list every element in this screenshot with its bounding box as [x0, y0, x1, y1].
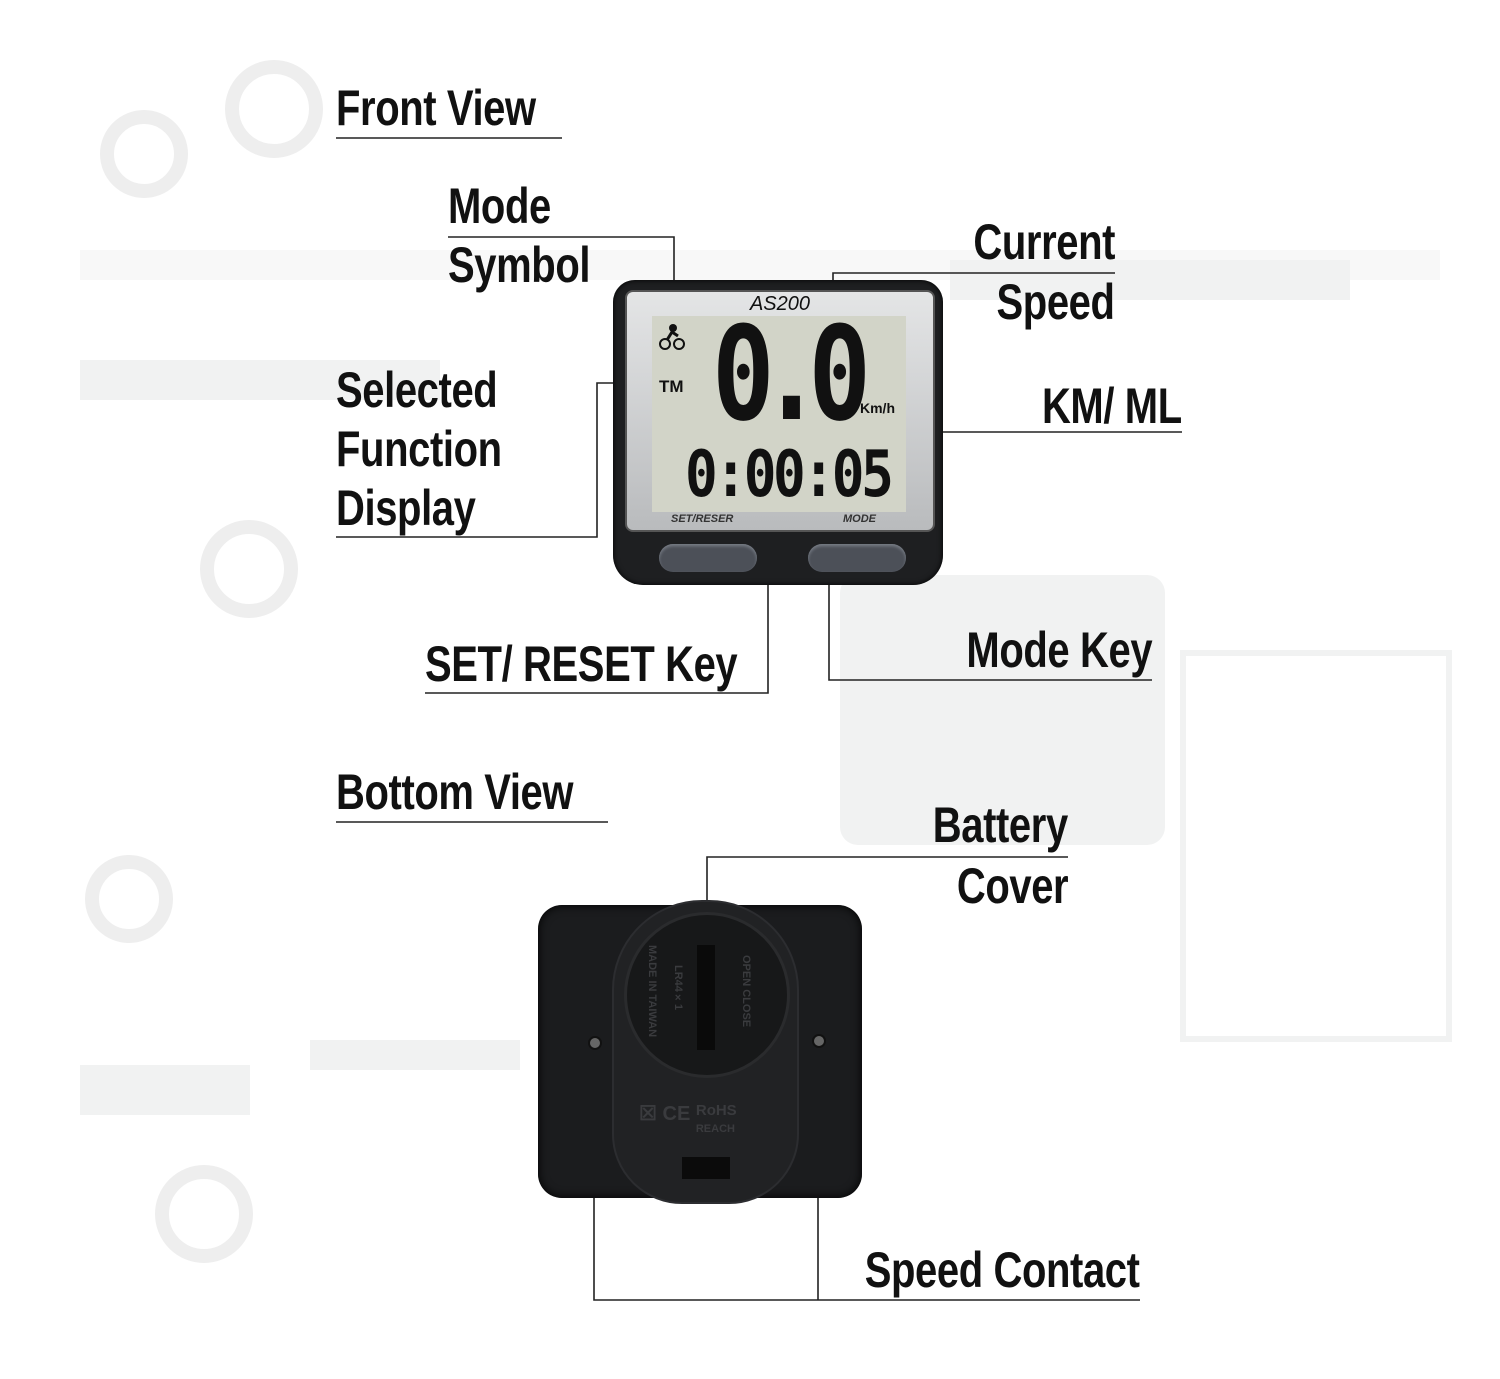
mount-plate: MADE IN TAIWAN LR44×1 OPEN CLOSE ☒ CE Ro…	[612, 900, 799, 1204]
set-reset-key-label: SET/ RESET Key	[425, 636, 738, 692]
battery-cover-label-1: Battery	[932, 797, 1068, 853]
bike-computer-bottom: MADE IN TAIWAN LR44×1 OPEN CLOSE ☒ CE Ro…	[538, 900, 862, 1204]
mount-latch	[682, 1157, 730, 1179]
ce-mark: CE	[662, 1103, 691, 1125]
background-trace	[1180, 650, 1452, 1042]
speed-contact-label: Speed Contact	[865, 1242, 1140, 1298]
current-speed-label-2: Speed	[996, 274, 1115, 330]
set-reset-key[interactable]	[659, 544, 757, 572]
background-trace	[950, 260, 1350, 300]
background-trace	[80, 360, 440, 400]
front-view-heading: Front View	[336, 80, 536, 136]
time-readout: 0:00:05	[685, 438, 894, 512]
battery-type-text: LR44×1	[672, 965, 684, 1011]
display-bezel: AS200 TM 0.0 Km/h 0:00:05 SET/RESER MODE	[625, 290, 935, 532]
speed-contact-right	[812, 1034, 826, 1048]
function-indicator: TM	[659, 377, 684, 396]
battery-cover-label-2: Cover	[956, 858, 1069, 914]
selected-function-label-3: Display	[336, 480, 476, 536]
lcd-screen: TM 0.0 Km/h 0:00:05	[652, 298, 906, 512]
speed-contact-left	[588, 1036, 602, 1050]
set-reset-caption: SET/RESER	[671, 513, 734, 525]
model-name: AS200	[749, 293, 811, 315]
bike-computer-front: AS200 TM 0.0 Km/h 0:00:05 SET/RESER MODE	[613, 280, 943, 585]
mode-key[interactable]	[808, 544, 906, 572]
made-in-text: MADE IN TAIWAN	[646, 945, 658, 1038]
reach-mark: REACH	[695, 1123, 735, 1135]
background-trace	[80, 1065, 250, 1115]
mode-key-leader	[828, 562, 1152, 681]
bottom-view-heading: Bottom View	[336, 764, 574, 820]
current-speed-label-1: Current	[973, 214, 1115, 270]
mode-symbol-label-2: Symbol	[448, 237, 591, 293]
background-trace	[310, 1040, 520, 1070]
weee-bin-icon: ☒	[639, 1103, 657, 1125]
open-close-text: OPEN CLOSE	[740, 955, 752, 1028]
speed-unit: Km/h	[860, 400, 895, 416]
selected-function-label-1: Selected	[336, 362, 498, 418]
set-reset-key-leader	[425, 585, 769, 694]
mode-key-label: Mode Key	[966, 622, 1152, 678]
battery-cover[interactable]: MADE IN TAIWAN LR44×1 OPEN CLOSE	[624, 912, 790, 1078]
current-speed-readout: 0.0	[712, 298, 871, 450]
certification-marks: ☒ CE RoHS REACH	[639, 1102, 737, 1136]
background-trace	[840, 575, 1165, 845]
mode-caption: MODE	[843, 513, 876, 525]
selected-function-label-2: Function	[336, 421, 502, 477]
cyclist-icon	[659, 324, 685, 350]
mode-symbol-label-1: Mode	[448, 178, 551, 234]
coin-slot	[697, 945, 715, 1050]
rohs-mark: RoHS	[695, 1102, 737, 1119]
km-ml-label: KM/ ML	[1042, 378, 1182, 434]
